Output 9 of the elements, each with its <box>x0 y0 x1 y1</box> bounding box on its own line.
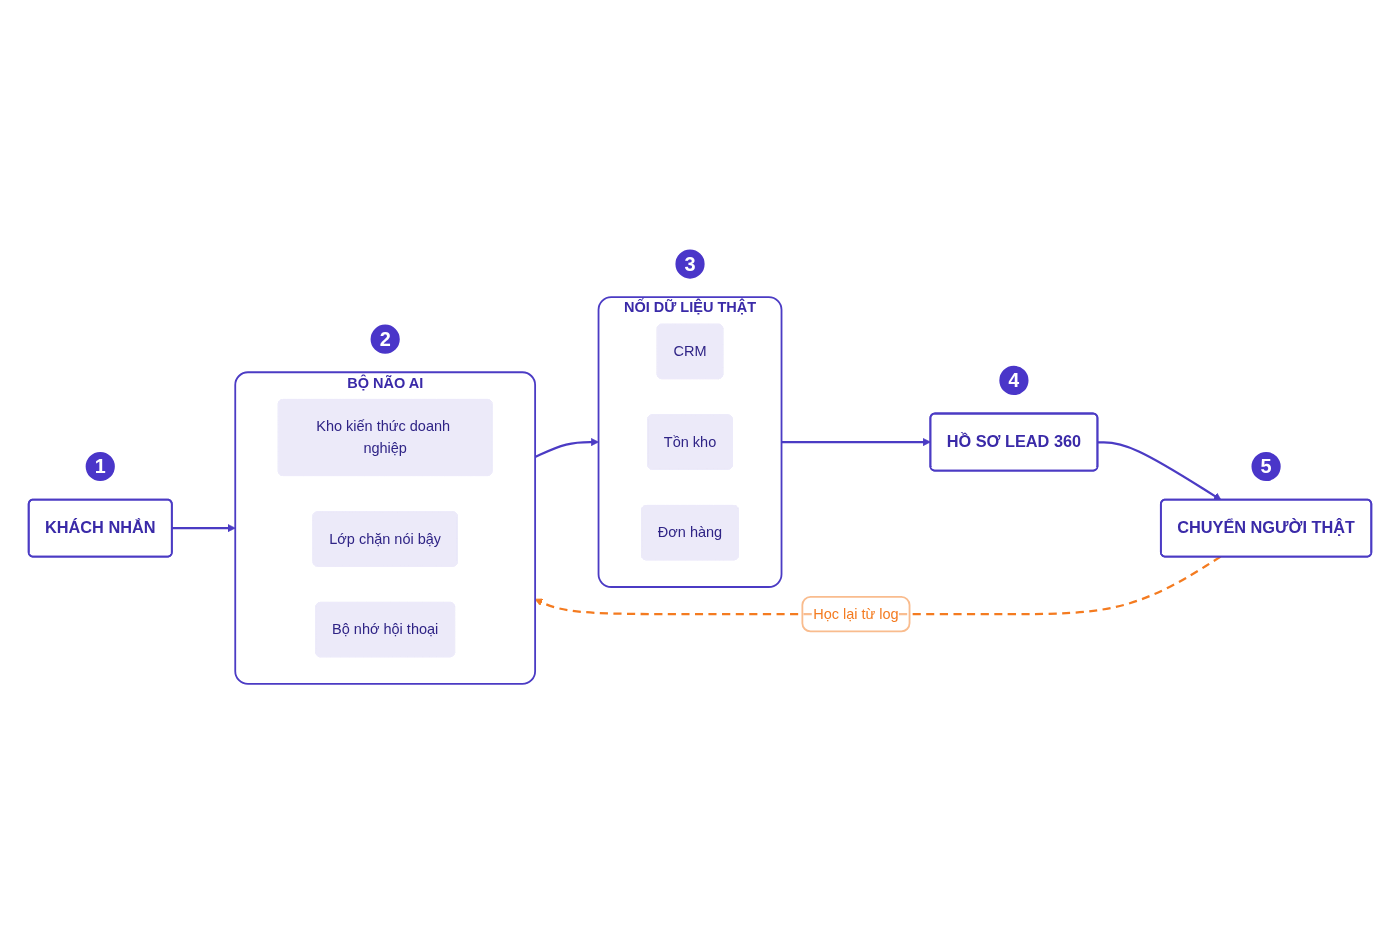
node-circle: 5 <box>1251 451 1281 482</box>
arrow <box>1097 441 1222 501</box>
arrow <box>171 524 236 533</box>
node-circle: 1 <box>85 451 115 482</box>
edge-label: Học lại từ log <box>813 606 899 622</box>
arrow <box>781 438 931 447</box>
node-circle: 3 <box>675 249 705 279</box>
node-circle: 4 <box>999 365 1029 396</box>
node-circle: 2 <box>370 324 400 354</box>
